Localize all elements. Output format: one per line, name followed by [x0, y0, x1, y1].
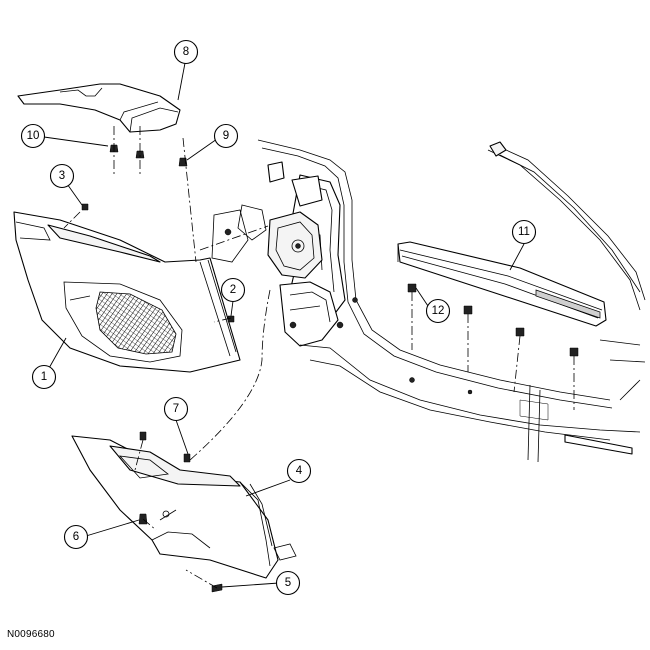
callout-2: 2 — [220, 277, 246, 303]
callout-6: 6 — [63, 524, 89, 550]
callout-9-label: 9 — [223, 130, 229, 142]
callout-3: 3 — [49, 163, 75, 189]
callout-3-label: 3 — [59, 170, 65, 182]
alignment-lines — [63, 126, 575, 589]
fastener-7-b — [183, 453, 191, 463]
callout-5: 5 — [275, 570, 301, 596]
part-1-quarter-trim-panel — [13, 211, 241, 373]
callout-10-label: 10 — [27, 130, 40, 142]
callout-7: 7 — [163, 396, 189, 422]
callout-10: 10 — [20, 123, 46, 149]
figure-code: N0096680 — [7, 629, 55, 640]
callout-11: 11 — [511, 219, 537, 245]
part-8-upper-trim-cap — [17, 83, 181, 133]
callout-8-label: 8 — [183, 46, 189, 58]
fastener-12-b — [463, 305, 473, 315]
callout-4-label: 4 — [296, 465, 303, 477]
fastener-2 — [227, 315, 235, 323]
callout-7-label: 7 — [173, 403, 179, 415]
part-4-lower-kick-panel — [71, 435, 297, 579]
callout-1-label: 1 — [41, 371, 47, 383]
fastener-12-c — [515, 327, 525, 337]
callout-9: 9 — [213, 123, 239, 149]
fastener-7-a — [139, 431, 147, 441]
part-11-scuff-plate — [397, 241, 607, 327]
callout-11-label: 11 — [518, 226, 530, 238]
callout-6-label: 6 — [73, 531, 79, 543]
fastener-3 — [81, 203, 89, 211]
callout-5-label: 5 — [285, 577, 291, 589]
fastener-12-a — [407, 283, 417, 293]
callout-12: 12 — [425, 298, 451, 324]
vehicle-body-structure — [211, 139, 646, 463]
callout-8: 8 — [173, 39, 199, 65]
callout-12-label: 12 — [432, 305, 445, 317]
fastener-10-b — [135, 150, 145, 159]
callout-1: 1 — [31, 364, 57, 390]
callout-4: 4 — [286, 458, 312, 484]
callout-2-label: 2 — [230, 284, 236, 296]
fastener-12-d — [569, 347, 579, 357]
